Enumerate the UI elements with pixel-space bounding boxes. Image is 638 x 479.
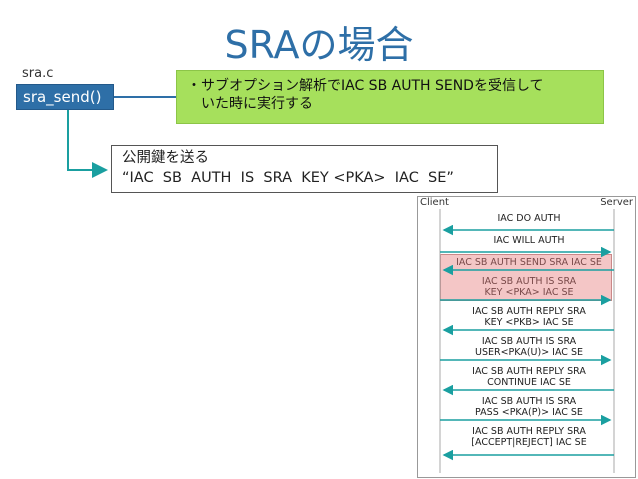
page-title: SRAの場合 [224, 23, 414, 67]
function-to-send-arrow [67, 110, 108, 178]
sequence-message-2: IAC WILL AUTH [493, 235, 565, 246]
sequence-message-1: IAC DO AUTH [497, 213, 561, 224]
sequence-lines [439, 209, 615, 473]
send-box-line-2: “IAC SB AUTH IS SRA KEY <PKA> IAC SE” [122, 170, 454, 186]
sequence-diagram: Client Server IAC DO AUTH IAC WILL AUTH IA… [417, 196, 636, 478]
sequence-message-8: IAC SB AUTH IS SRA PASS <PKA(P)> IAC SE [475, 396, 583, 418]
sequence-message-3: IAC SB AUTH SEND SRA IAC SE [456, 257, 602, 268]
sequence-message-5: IAC SB AUTH REPLY SRA KEY <PKB> IAC SE [472, 306, 586, 328]
client-label: Client [420, 197, 449, 208]
note-line-1: ・サブオプション解析でIAC SB AUTH SENDを受信して [187, 78, 544, 94]
sequence-message-4: IAC SB AUTH IS SRA KEY <PKA> IAC SE [481, 276, 577, 298]
note-box: ・サブオプション解析でIAC SB AUTH SENDを受信して いた時に実行す… [176, 70, 604, 124]
sequence-message-6: IAC SB AUTH IS SRA USER<PKA(U)> IAC SE [474, 336, 583, 358]
send-box-line-1: 公開鍵を送る [122, 150, 209, 166]
note-line-2: いた時に実行する [187, 96, 313, 112]
server-label: Server [600, 197, 633, 208]
sequence-message-7: IAC SB AUTH REPLY SRA CONTINUE IAC SE [472, 366, 586, 388]
send-message-box: 公開鍵を送る “IAC SB AUTH IS SRA KEY <PKA> IAC … [111, 145, 498, 193]
function-box: sra_send() [16, 84, 114, 110]
sequence-message-9: IAC SB AUTH REPLY SRA [ACCEPT|REJECT] IA… [471, 426, 587, 448]
file-label: sra.c [22, 66, 54, 81]
